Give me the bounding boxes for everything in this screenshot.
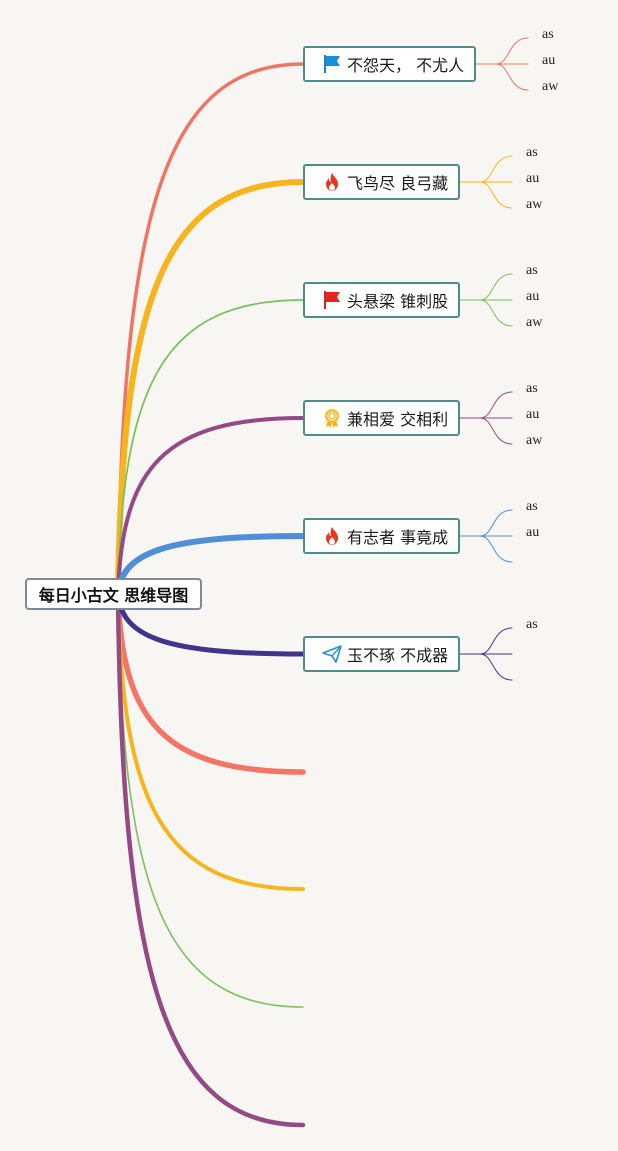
paper-plane-icon xyxy=(321,643,343,665)
leaf-node[interactable]: aw xyxy=(526,197,543,212)
empty-branch-connector xyxy=(115,591,306,1128)
leaf-connector xyxy=(495,37,529,65)
leaf-node[interactable]: as xyxy=(526,617,538,632)
leaf-connector xyxy=(479,509,513,537)
topic-label: 玉不琢 不成器 xyxy=(347,646,449,665)
topic-label: 头悬梁 锥刺股 xyxy=(347,292,449,311)
leaf-node[interactable]: au xyxy=(526,171,540,186)
empty-branch-connector xyxy=(115,591,306,775)
leaf-node[interactable]: au xyxy=(542,53,556,68)
leaf-connector xyxy=(479,627,513,655)
topic-label: 兼相爱 交相利 xyxy=(347,410,449,429)
topic-label: 不怨天， 不尤人 xyxy=(347,56,465,75)
topic-label: 飞鸟尽 良弓藏 xyxy=(347,174,449,193)
leaf-node[interactable]: aw xyxy=(526,315,543,330)
leaf-node[interactable]: au xyxy=(526,289,540,304)
leaf-node[interactable]: au xyxy=(526,525,540,540)
branch-connector xyxy=(115,179,306,597)
leaf-node[interactable]: as xyxy=(526,145,538,160)
leaf-node[interactable]: aw xyxy=(542,79,559,94)
leaf-node[interactable]: as xyxy=(526,381,538,396)
leaf-connector xyxy=(479,417,513,445)
leaf-connectors xyxy=(459,37,529,681)
leaf-node[interactable]: as xyxy=(526,499,538,514)
central-topic[interactable]: 每日小古文 思维导图 xyxy=(25,578,202,610)
leaf-node[interactable]: au xyxy=(526,407,540,422)
topic-node[interactable]: 头悬梁 锥刺股 xyxy=(303,282,460,318)
topic-node[interactable]: 飞鸟尽 良弓藏 xyxy=(303,164,460,200)
topic-node[interactable]: 不怨天， 不尤人 xyxy=(303,46,476,82)
award-medal-icon xyxy=(321,407,343,429)
branch-connectors xyxy=(115,62,306,1128)
branch-connector xyxy=(116,416,305,596)
leaf-connector xyxy=(479,299,513,327)
topic-node[interactable]: 兼相爱 交相利 xyxy=(303,400,460,436)
red-flag-icon xyxy=(321,289,343,311)
fire-icon xyxy=(321,171,343,193)
leaf-node[interactable]: aw xyxy=(526,433,543,448)
topic-node[interactable]: 玉不琢 不成器 xyxy=(303,636,460,672)
topic-label: 有志者 事竟成 xyxy=(347,528,449,547)
blue-flag-icon xyxy=(321,53,343,75)
leaf-connector xyxy=(479,535,513,563)
central-topic-label: 每日小古文 思维导图 xyxy=(38,586,189,605)
leaf-connector xyxy=(479,181,513,209)
leaf-connector xyxy=(479,273,513,301)
branch-connector xyxy=(117,299,304,595)
topic-node[interactable]: 有志者 事竟成 xyxy=(303,518,460,554)
leaf-node[interactable]: as xyxy=(542,27,554,42)
fire-icon xyxy=(321,525,343,547)
empty-branch-connector xyxy=(116,592,305,891)
leaf-connector xyxy=(479,391,513,419)
leaf-connector xyxy=(479,653,513,681)
leaf-connector xyxy=(495,63,529,91)
leaf-connector xyxy=(479,155,513,183)
leaf-node[interactable]: as xyxy=(526,263,538,278)
